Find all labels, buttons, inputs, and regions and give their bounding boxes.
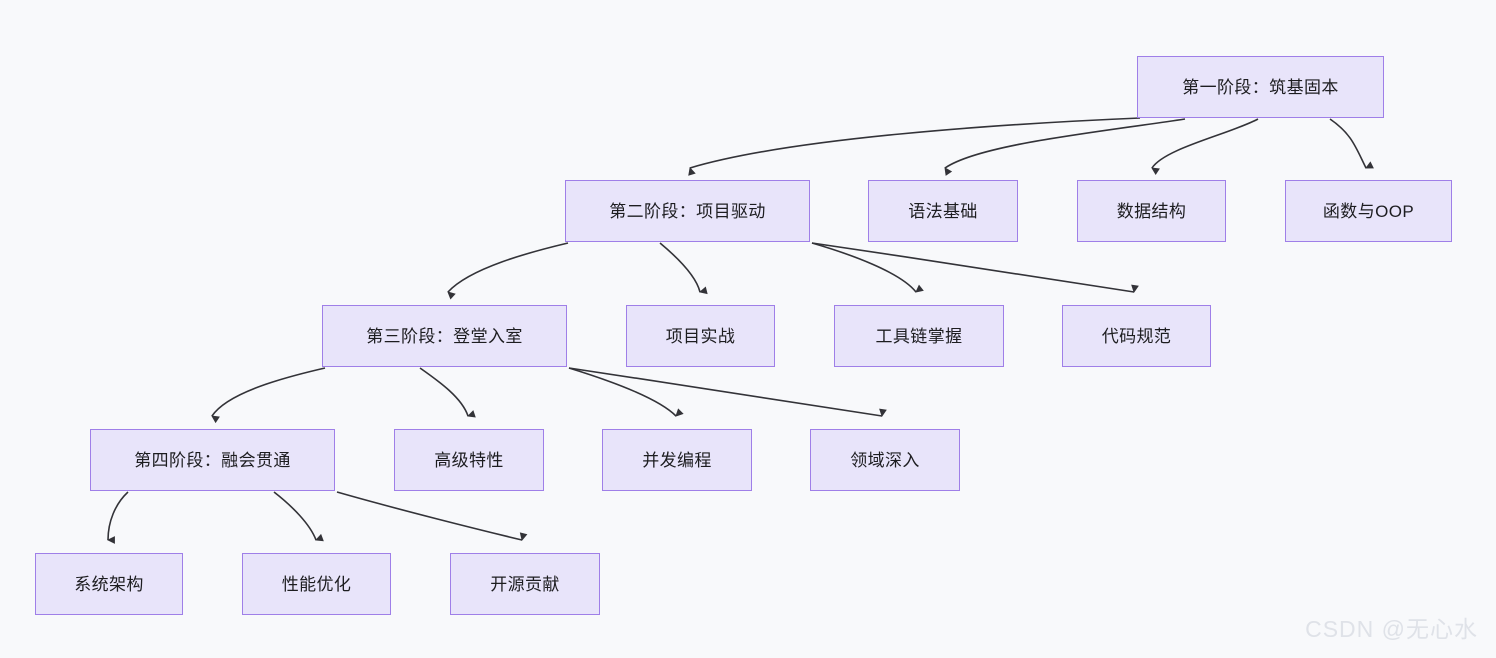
node-label-syn: 语法基础 — [908, 201, 978, 221]
node-label-arch: 系统架构 — [74, 574, 144, 594]
node-syn[interactable]: 语法基础 — [868, 180, 1018, 242]
node-p3[interactable]: 第三阶段：登堂入室 — [322, 305, 567, 367]
node-p1[interactable]: 第一阶段：筑基固本 — [1137, 56, 1384, 118]
node-oop[interactable]: 函数与OOP — [1285, 180, 1452, 242]
node-ds[interactable]: 数据结构 — [1077, 180, 1226, 242]
edge-p2-to-p3 — [447, 242, 569, 300]
node-tool[interactable]: 工具链掌握 — [834, 305, 1004, 367]
node-label-oop: 函数与OOP — [1322, 201, 1415, 221]
node-adv[interactable]: 高级特性 — [394, 429, 544, 491]
node-label-oss: 开源贡献 — [490, 574, 560, 594]
node-label-perf: 性能优化 — [281, 574, 352, 594]
node-label-dom: 领域深入 — [850, 450, 920, 470]
node-label-cc: 并发编程 — [642, 450, 712, 470]
node-oss[interactable]: 开源贡献 — [450, 553, 600, 615]
node-label-ds: 数据结构 — [1116, 201, 1187, 221]
edge-p2-to-prj — [659, 242, 708, 295]
node-cc[interactable]: 并发编程 — [602, 429, 752, 491]
node-label-p3: 第三阶段：登堂入室 — [366, 326, 523, 346]
node-perf[interactable]: 性能优化 — [242, 553, 391, 615]
edge-p4-to-perf — [273, 491, 324, 542]
node-label-p1: 第一阶段：筑基固本 — [1182, 77, 1339, 97]
node-dom[interactable]: 领域深入 — [810, 429, 960, 491]
edge-p3-to-p4 — [211, 367, 326, 424]
node-label-std: 代码规范 — [1101, 326, 1172, 346]
node-arch[interactable]: 系统架构 — [35, 553, 183, 615]
edge-p2-to-tool — [811, 242, 924, 293]
edge-p2-to-std — [811, 242, 1139, 293]
edge-p3-to-cc — [568, 367, 684, 417]
edge-p3-to-adv — [419, 367, 476, 418]
node-std[interactable]: 代码规范 — [1062, 305, 1211, 367]
edge-p4-to-oss — [336, 491, 528, 541]
edge-p4-to-arch — [106, 491, 129, 544]
node-label-prj: 项目实战 — [665, 326, 736, 346]
node-label-p4: 第四阶段：融会贯通 — [134, 450, 291, 470]
node-label-tool: 工具链掌握 — [875, 326, 963, 346]
edge-p1-to-oop — [1329, 118, 1374, 169]
node-p4[interactable]: 第四阶段：融会贯通 — [90, 429, 335, 491]
node-label-adv: 高级特性 — [434, 450, 504, 470]
node-prj[interactable]: 项目实战 — [626, 305, 775, 367]
node-p2[interactable]: 第二阶段：项目驱动 — [565, 180, 810, 242]
edge-p1-to-p2 — [688, 117, 1141, 176]
edge-p1-to-ds — [1151, 118, 1259, 176]
node-label-p2: 第二阶段：项目驱动 — [609, 201, 766, 221]
edge-p1-to-syn — [944, 118, 1186, 176]
watermark: CSDN @无心水 — [1305, 616, 1478, 642]
edge-p3-to-dom — [568, 367, 887, 417]
